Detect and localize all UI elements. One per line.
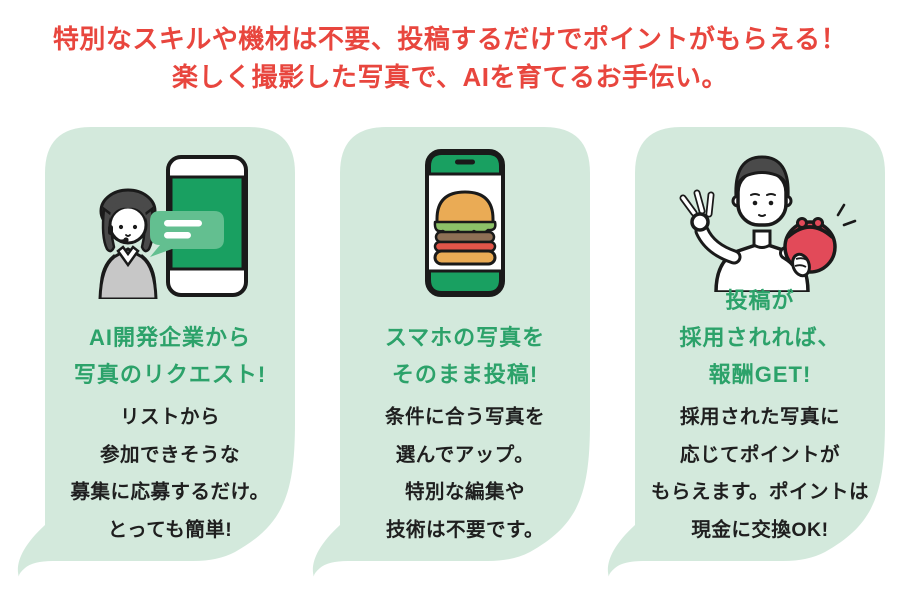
card-title: 投稿が 採用されれば、 報酬GET!	[635, 277, 885, 393]
card-get-reward: 投稿が 採用されれば、 報酬GET! 採用された写真に 応じてポイントが もらえ…	[607, 127, 885, 577]
card-title-line: スマホの写真を	[384, 325, 546, 350]
card-title-line: 報酬GET!	[708, 362, 812, 387]
card-body-line: もらえます。ポイントは	[650, 481, 870, 503]
card-title-line: 採用されれば、	[679, 325, 841, 350]
card-body: 採用された写真に 応じてポイントが もらえます。ポイントは 現金に交換OK!	[635, 399, 885, 549]
sparkle-icon	[842, 219, 857, 227]
coin-purse-icon	[779, 203, 857, 278]
card-body-line: 技術は不要です。	[385, 518, 545, 541]
card-body-line: 現金に交換OK!	[691, 518, 829, 541]
card-body-line: 募集に応募するだけ。	[70, 481, 270, 503]
card-body-line: 条件に合う写真を	[384, 406, 545, 428]
card-body-line: リストから	[119, 406, 220, 428]
steps-cards-row: AI開発企業から 写真のリクエスト! リストから 参加できそうな 募集に応募する…	[0, 127, 900, 600]
card-title-line: 投稿が	[725, 288, 795, 313]
headset-mic-icon	[123, 237, 129, 243]
card-title: AI開発企業から 写真のリクエスト!	[45, 277, 295, 393]
card-body-line: 選んでアップ。	[395, 443, 535, 466]
page-heading: 特別なスキルや機材は不要、投稿するだけでポイントがもらえる！ 楽しく撮影した写真…	[0, 0, 900, 96]
person-ok-purse-icon	[679, 155, 857, 292]
card-body-line: 特別な編集や	[404, 481, 525, 503]
card-body-line: 採用された写真に	[679, 406, 840, 428]
card-body-line: 応じてポイントが	[679, 443, 840, 466]
card-body-line: とっても簡単!	[107, 518, 233, 541]
heading-line-1: 特別なスキルや機材は不要、投稿するだけでポイントがもらえる！	[52, 24, 848, 54]
card-body-line: 参加できそうな	[99, 443, 240, 466]
card-title-line: 写真のリクエスト!	[73, 362, 267, 387]
burger-icon	[433, 190, 497, 266]
sparkle-icon	[836, 203, 846, 217]
headset-earpiece-icon	[108, 225, 113, 235]
heading-line-2: 楽しく撮影した写真で、AIを育てるお手伝い。	[172, 62, 728, 92]
card-title-line: AI開発企業から	[88, 325, 251, 350]
card-photo-request: AI開発企業から 写真のリクエスト! リストから 参加できそうな 募集に応募する…	[17, 127, 295, 577]
card-body: リストから 参加できそうな 募集に応募するだけ。 とっても簡単!	[45, 399, 295, 549]
phone-speaker-notch	[455, 159, 475, 165]
ok-hand-icon	[679, 189, 742, 265]
card-body: 条件に合う写真を 選んでアップ。 特別な編集や 技術は不要です。	[340, 399, 590, 549]
card-upload-photo: スマホの写真を そのまま投稿! 条件に合う写真を 選んでアップ。 特別な編集や …	[312, 127, 590, 577]
card-title: スマホの写真を そのまま投稿!	[340, 277, 590, 393]
card-title-line: そのまま投稿!	[391, 362, 539, 387]
